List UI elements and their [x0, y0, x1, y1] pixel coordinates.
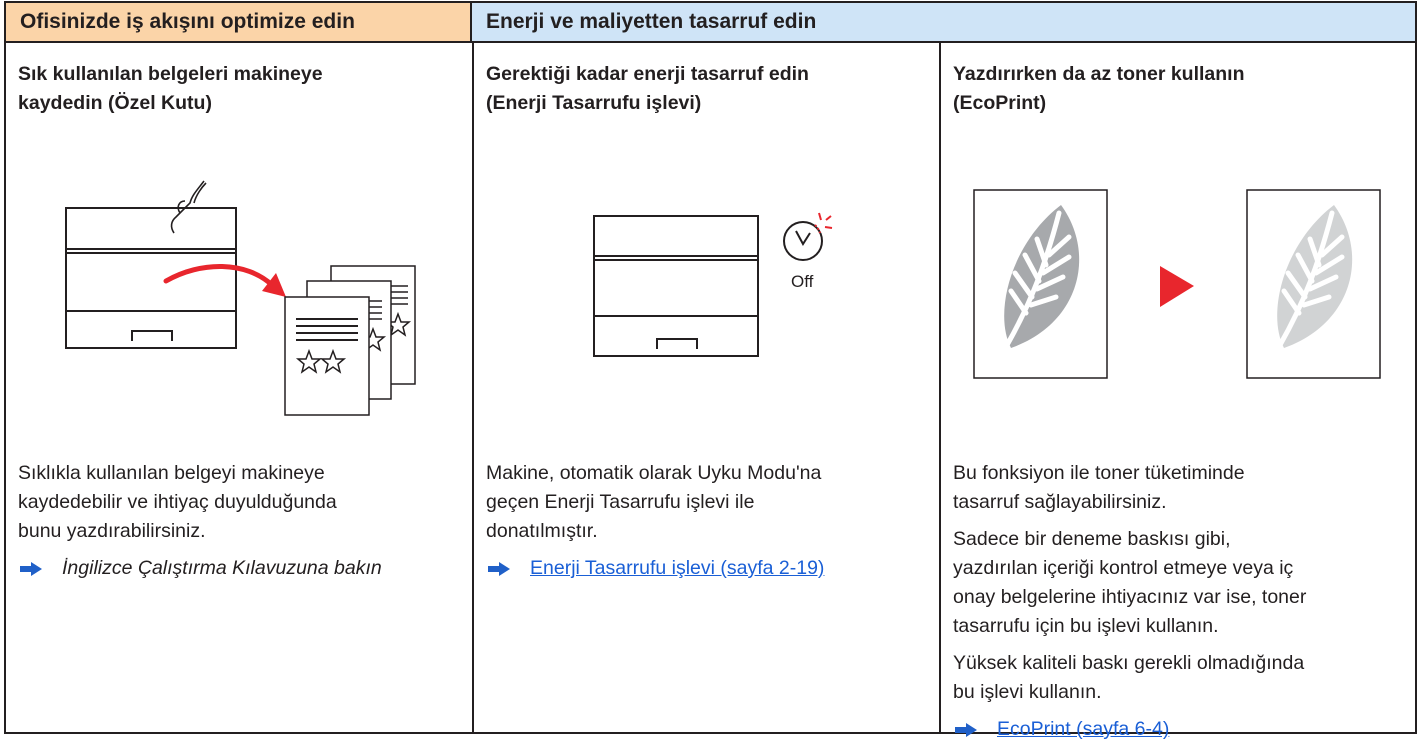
- printer-icon: [65, 207, 237, 349]
- column-body: Bu fonksiyon ile toner tüketiminde tasar…: [953, 459, 1306, 744]
- hand-pointer-icon: [170, 180, 207, 234]
- column-body: Sıklıkla kullanılan belgeyi makineye kay…: [18, 459, 382, 583]
- header-workflow: Ofisinizde iş akışını optimize edin: [6, 3, 472, 43]
- ecoprint-illustration: [973, 189, 1381, 379]
- reference-note: Enerji Tasarrufu işlevi (sayfa 2-19): [486, 554, 824, 583]
- custom-box-illustration: [65, 180, 416, 416]
- title-line: (EcoPrint): [953, 92, 1047, 114]
- column-title: Gerektiği kadar enerji tasarruf edin (En…: [486, 60, 939, 118]
- title-line: Sık kullanılan belgeleri makineye: [18, 63, 323, 85]
- body-line: bunu yazdırabilirsiniz.: [18, 520, 206, 542]
- column-custom-box: Sık kullanılan belgeleri makineye kayded…: [6, 43, 472, 732]
- body-line: Sadece bir deneme baskısı gibi,: [953, 528, 1231, 550]
- column-divider: [472, 43, 474, 732]
- title-line: Yazdırırken da az toner kullanın: [953, 63, 1245, 85]
- title-line: kaydedin (Özel Kutu): [18, 92, 212, 114]
- column-ecoprint: Yazdırırken da az toner kullanın (EcoPri…: [941, 43, 1415, 740]
- body-line: tasarruf sağlayabilirsiniz.: [953, 491, 1167, 513]
- column-body: Makine, otomatik olarak Uyku Modu'na geç…: [486, 459, 824, 583]
- sleep-timer-icon: [783, 212, 833, 261]
- column-title: Yazdırırken da az toner kullanın (EcoPri…: [953, 60, 1415, 118]
- ref-arrow-icon: [20, 561, 42, 576]
- feature-table: Ofisinizde iş akışını optimize edin Ener…: [4, 1, 1417, 740]
- leaf-page-icon: [1246, 189, 1381, 379]
- energy-saver-link[interactable]: Enerji Tasarrufu işlevi (sayfa 2-19): [530, 557, 825, 579]
- printer-icon: [593, 215, 759, 357]
- reference-note: EcoPrint (sayfa 6-4): [953, 715, 1306, 744]
- body-line: donatılmıştır.: [486, 520, 598, 542]
- curved-arrow-head: [262, 273, 286, 297]
- body-paragraph: Sadece bir deneme baskısı gibi, yazdırıl…: [953, 525, 1306, 641]
- curved-arrow-icon: [163, 264, 275, 288]
- energy-saver-illustration: Off: [593, 212, 833, 357]
- column-energy-saver: Gerektiği kadar enerji tasarruf edin (En…: [474, 43, 939, 732]
- body-line: tasarrufu için bu işlevi kullanın.: [953, 615, 1219, 637]
- ecoprint-link[interactable]: EcoPrint (sayfa 6-4): [997, 718, 1170, 740]
- leaf-page-icon: [973, 189, 1108, 379]
- body-paragraph: Bu fonksiyon ile toner tüketiminde tasar…: [953, 459, 1306, 517]
- body-paragraph: Yüksek kaliteli baskı gerekli olmadığınd…: [953, 649, 1306, 707]
- column-divider: [939, 43, 941, 732]
- body-line: Yüksek kaliteli baskı gerekli olmadığınd…: [953, 652, 1305, 674]
- column-title: Sık kullanılan belgeleri makineye kayded…: [18, 60, 472, 118]
- play-triangle-icon: [1160, 266, 1194, 307]
- body-line: onay belgelerine ihtiyacınız var ise, to…: [953, 586, 1307, 608]
- header-energy: Enerji ve maliyetten tasarruf edin: [472, 3, 1415, 43]
- body-line: kaydedebilir ve ihtiyaç duyulduğunda: [18, 491, 337, 513]
- reference-note: İngilizce Çalıştırma Kılavuzuna bakın: [18, 554, 382, 583]
- body-line: Makine, otomatik olarak Uyku Modu'na: [486, 462, 822, 484]
- body-line: yazdırılan içeriği kontrol etmeye veya i…: [953, 557, 1294, 579]
- body-line: Bu fonksiyon ile toner tüketiminde: [953, 462, 1245, 484]
- ref-arrow-icon: [488, 561, 510, 576]
- title-line: (Enerji Tasarrufu işlevi): [486, 92, 702, 114]
- body-paragraph: Sıklıkla kullanılan belgeyi makineye kay…: [18, 459, 382, 546]
- body-line: bu işlevi kullanın.: [953, 681, 1102, 703]
- body-line: geçen Enerji Tasarrufu işlevi ile: [486, 491, 755, 513]
- timer-off-label: Off: [791, 272, 814, 291]
- document-stack-icon: [284, 265, 416, 416]
- reference-text: İngilizce Çalıştırma Kılavuzuna bakın: [62, 557, 382, 579]
- body-paragraph: Makine, otomatik olarak Uyku Modu'na geç…: [486, 459, 824, 546]
- body-line: Sıklıkla kullanılan belgeyi makineye: [18, 462, 325, 484]
- title-line: Gerektiği kadar enerji tasarruf edin: [486, 63, 809, 85]
- ref-arrow-icon: [955, 722, 977, 737]
